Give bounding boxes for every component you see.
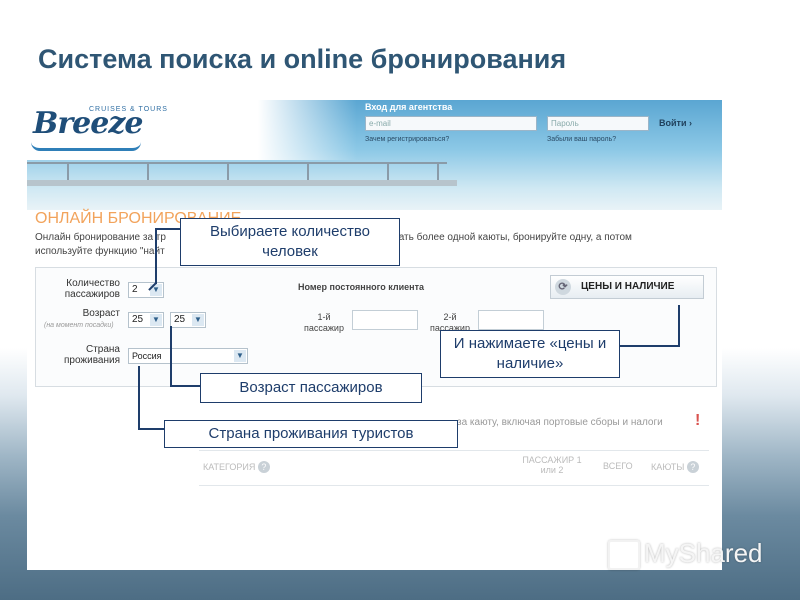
col-total: ВСЕГО	[603, 461, 633, 471]
breeze-logo[interactable]: Breeze	[33, 106, 143, 141]
pax1-label: 1-й пассажир	[304, 312, 344, 333]
email-field[interactable]: e-mail	[365, 116, 537, 131]
prices-availability-button[interactable]: ⟳ ЦЕНЫ И НАЛИЧИЕ	[550, 275, 704, 299]
forgot-password-link[interactable]: Забыли ваш пароль?	[547, 136, 617, 143]
chevron-down-icon: ▼	[234, 350, 246, 362]
callout-age: Возраст пассажиров	[200, 373, 422, 403]
people-select[interactable]: 2▼	[128, 282, 164, 298]
login-button[interactable]: Войти ›	[659, 118, 692, 128]
help-icon[interactable]: ?	[257, 461, 270, 473]
age-label: Возраст	[82, 308, 120, 319]
age-note: (на момент посадки)	[44, 322, 114, 329]
why-register-link[interactable]: Зачем регистрироваться?	[365, 136, 450, 143]
callout-country: Страна проживания туристов	[164, 420, 458, 448]
help-icon[interactable]: ?	[686, 461, 699, 473]
pax2-label: 2-й пассажир	[430, 312, 470, 333]
age-select-1[interactable]: 25▼	[128, 312, 164, 328]
pax2-client-field[interactable]	[478, 310, 544, 330]
country-select[interactable]: Россия▼	[128, 348, 248, 364]
callout-prices: И нажимаете «цены и наличие»	[440, 330, 620, 378]
slide-title: Система поиска и online бронирования	[38, 44, 567, 74]
country-label: Страна проживания	[64, 344, 120, 366]
refresh-icon: ⟳	[555, 279, 571, 295]
chevron-down-icon: ▼	[192, 314, 204, 326]
chevron-down-icon: ▼	[150, 314, 162, 326]
people-label: Количество пассажиров	[64, 278, 120, 300]
age-select-2[interactable]: 25▼	[170, 312, 206, 328]
watermark: MyShared	[644, 538, 763, 568]
results-header: КАТЕГОРИЯ ? ПАССАЖИР 1 или 2 ВСЕГО КАЮТЫ…	[199, 450, 709, 486]
logo-tagline: CRUISES & TOURS	[89, 106, 168, 113]
ship-railing	[27, 162, 447, 182]
pax1-client-field[interactable]	[352, 310, 418, 330]
price-note: за каюту, включая портовые сборы и налог…	[457, 417, 663, 428]
col-category: КАТЕГОРИЯ ?	[203, 461, 270, 473]
myshared-logo-icon	[608, 540, 640, 570]
logo-swoosh-icon	[31, 142, 141, 151]
warning-icon: !	[695, 412, 701, 429]
client-number-title: Номер постоянного клиента	[298, 282, 424, 292]
callout-people: Выбираете количество человек	[180, 218, 400, 266]
col-pax: ПАССАЖИР 1 или 2	[522, 455, 582, 475]
col-cabin: КАЮТЫ ?	[651, 461, 699, 473]
password-field[interactable]: Пароль	[547, 116, 649, 131]
site-banner: Breeze CRUISES & TOURS Вход для агентств…	[27, 100, 722, 210]
agent-login-title: Вход для агентства	[365, 102, 453, 112]
ship-deck	[27, 180, 457, 186]
